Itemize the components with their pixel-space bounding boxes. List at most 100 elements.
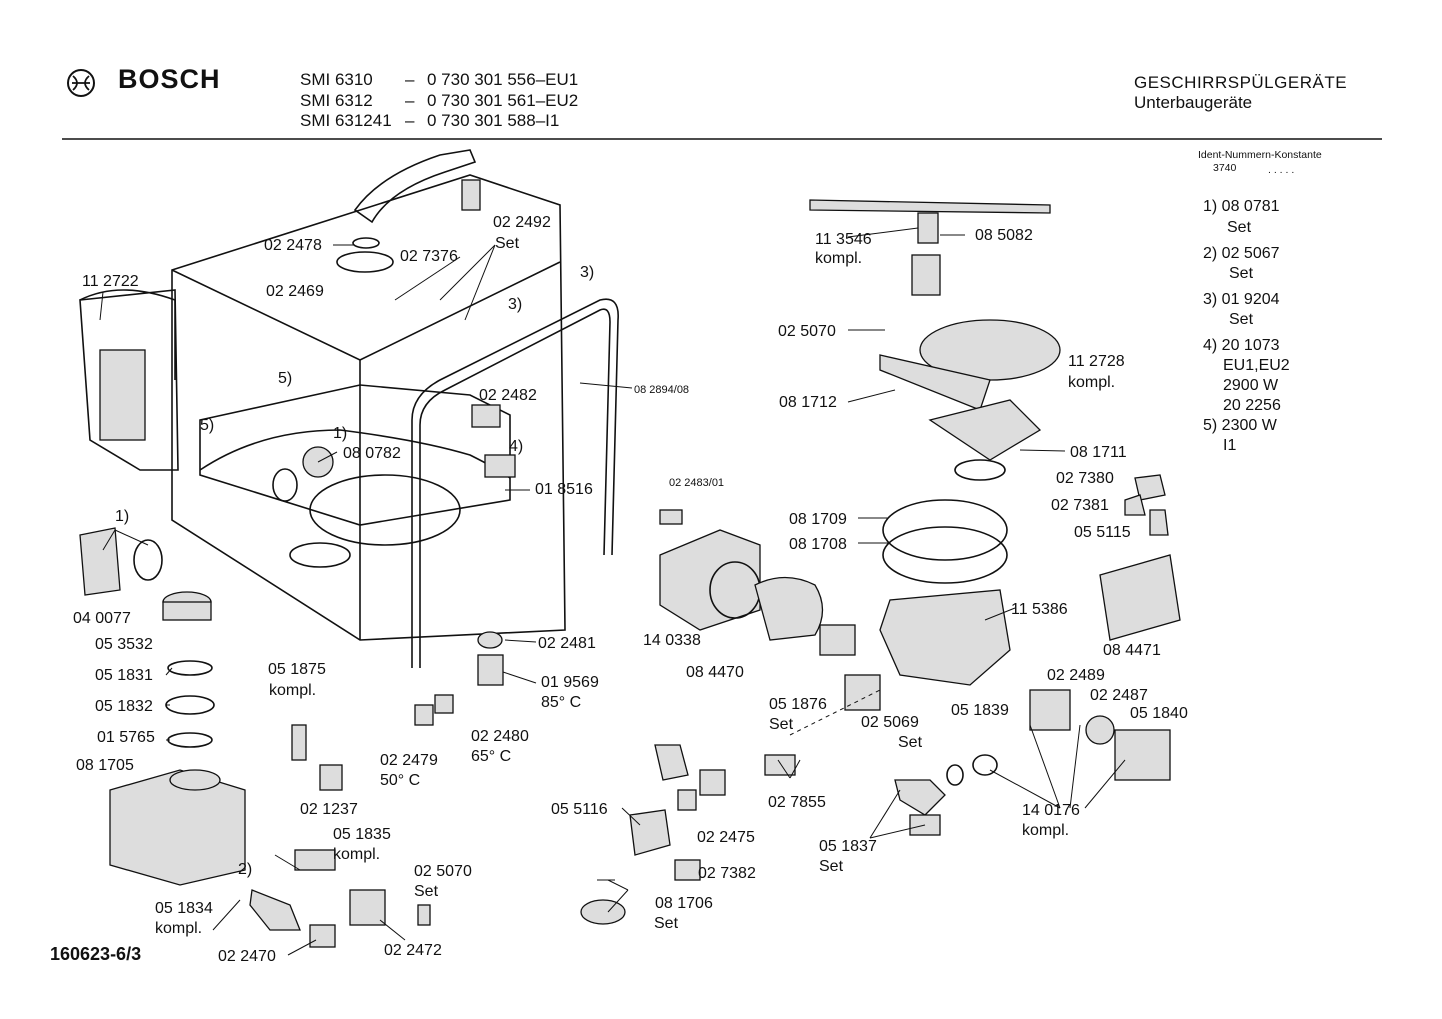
ident-label: Ident-Nummern-Konstante <box>1198 149 1322 161</box>
part-label: 85° C <box>541 694 582 711</box>
footnote-line: 2) 02 5067 <box>1203 245 1280 262</box>
part-label: kompl. <box>1068 374 1116 391</box>
footnote-line: Set <box>1229 311 1254 328</box>
left-components-drawing <box>79 527 504 948</box>
part-label: 08 4470 <box>686 664 744 681</box>
part-label: 02 5069 <box>861 714 919 731</box>
part-label: 02 2482 <box>479 387 537 404</box>
part-label: 11 2722 <box>82 273 139 290</box>
footnote-line: 3) 01 9204 <box>1203 291 1280 308</box>
footnote-line: 1) 08 0781 <box>1203 198 1280 215</box>
footnote-line: Set <box>1229 265 1254 282</box>
part-label: 02 2492 <box>493 214 551 231</box>
part-label: 01 9569 <box>541 674 599 691</box>
part-label: 02 2487 <box>1090 687 1148 704</box>
part-label: 14 0176 <box>1022 802 1080 819</box>
part-label: 02 2480 <box>471 728 529 745</box>
part-label: 08 1711 <box>1070 444 1127 461</box>
footnote-line: EU1,EU2 <box>1223 357 1290 374</box>
part-label: 01 5765 <box>97 729 155 746</box>
sump-assembly-drawing <box>789 199 1181 836</box>
model-name: SMI 6312 <box>300 91 373 110</box>
part-label: 02 2470 <box>218 948 276 965</box>
part-label: 02 2481 <box>538 635 596 652</box>
part-label: 02 2479 <box>380 752 438 769</box>
part-label: kompl. <box>333 846 381 863</box>
part-label: 1) <box>115 508 130 525</box>
part-label: 08 2894/08 <box>634 384 690 396</box>
part-label: 02 5070 <box>414 863 472 880</box>
model-number: 0 730 301 556–EU1 <box>427 70 579 89</box>
pump-motor-drawing <box>580 509 881 925</box>
part-label: 08 5082 <box>975 227 1033 244</box>
part-label: 05 1834 <box>155 900 213 917</box>
part-label: 08 1709 <box>789 511 847 528</box>
footnote-line: 2900 W <box>1223 377 1279 394</box>
footnote-line: 20 2256 <box>1223 397 1281 414</box>
part-label: 05 1840 <box>1130 705 1188 722</box>
part-label: kompl. <box>815 250 863 267</box>
part-label: 3) <box>580 264 595 281</box>
part-label: 08 1706 <box>655 895 713 912</box>
footnote-line: 5) 2300 W <box>1203 417 1277 434</box>
part-label: kompl. <box>269 682 317 699</box>
part-label: 3) <box>508 296 523 313</box>
part-label: 05 1832 <box>95 698 153 715</box>
part-label: 2) <box>238 861 253 878</box>
model-row-3: SMI 631241 <box>300 111 392 131</box>
part-label: 05 5115 <box>1074 524 1131 541</box>
part-label: Set <box>769 716 794 733</box>
part-label: 11 2728 <box>1068 353 1125 370</box>
part-label: Set <box>819 858 844 875</box>
part-label: 02 2478 <box>264 237 322 254</box>
footnote-line: Set <box>1227 219 1252 236</box>
part-label: Set <box>414 883 439 900</box>
part-label: Set <box>898 734 923 751</box>
model-number: 0 730 301 588–I1 <box>427 111 560 130</box>
model-name: SMI 631241 <box>300 111 392 130</box>
part-label: kompl. <box>1022 822 1070 839</box>
part-label: 05 1875 <box>268 661 326 678</box>
model-row-2: SMI 6312 <box>300 91 373 111</box>
part-label: 02 7381 <box>1051 497 1109 514</box>
part-label: 02 5070 <box>778 323 836 340</box>
part-label: Set <box>495 235 520 252</box>
model-dash: – <box>405 111 415 130</box>
part-label: 11 5386 <box>1011 601 1068 618</box>
part-label: 02 2475 <box>697 829 755 846</box>
part-label: Set <box>654 915 679 932</box>
ident-dots: . . . . . <box>1268 164 1295 176</box>
part-label: 50° C <box>380 772 421 789</box>
part-label: 02 7855 <box>768 794 826 811</box>
subcategory-title: Unterbaugeräte <box>1134 93 1253 112</box>
part-label: 02 2483/01 <box>669 477 725 489</box>
part-label: 14 0338 <box>643 632 701 649</box>
part-label: 02 7380 <box>1056 470 1114 487</box>
part-label: 05 1837 <box>819 838 877 855</box>
part-label: kompl. <box>155 920 203 937</box>
model-dash: – <box>405 70 415 89</box>
part-label: 02 2469 <box>266 283 324 300</box>
footnote-line: 4) 20 1073 <box>1203 337 1280 354</box>
part-label: 08 4471 <box>1103 642 1161 659</box>
part-label: 4) <box>509 438 524 455</box>
part-label: 02 2472 <box>384 942 442 959</box>
tub-body-drawing <box>79 149 619 668</box>
part-label: 02 7382 <box>698 865 756 882</box>
part-label: 01 8516 <box>535 481 593 498</box>
bosch-logo-icon <box>67 69 95 97</box>
leader-lines <box>99 227 1126 956</box>
part-label: 05 3532 <box>95 636 153 653</box>
part-label: 05 5116 <box>551 801 608 818</box>
part-label: 05 1835 <box>333 826 391 843</box>
model-row-1: SMI 6310 <box>300 70 373 90</box>
part-label: 05 1876 <box>769 696 827 713</box>
part-label: 1) <box>333 425 348 442</box>
part-label: 04 0077 <box>73 610 131 627</box>
part-label: 05 1839 <box>951 702 1009 719</box>
model-number: 0 730 301 561–EU2 <box>427 91 579 110</box>
model-dash: – <box>405 91 415 110</box>
part-label: 08 1712 <box>779 394 837 411</box>
